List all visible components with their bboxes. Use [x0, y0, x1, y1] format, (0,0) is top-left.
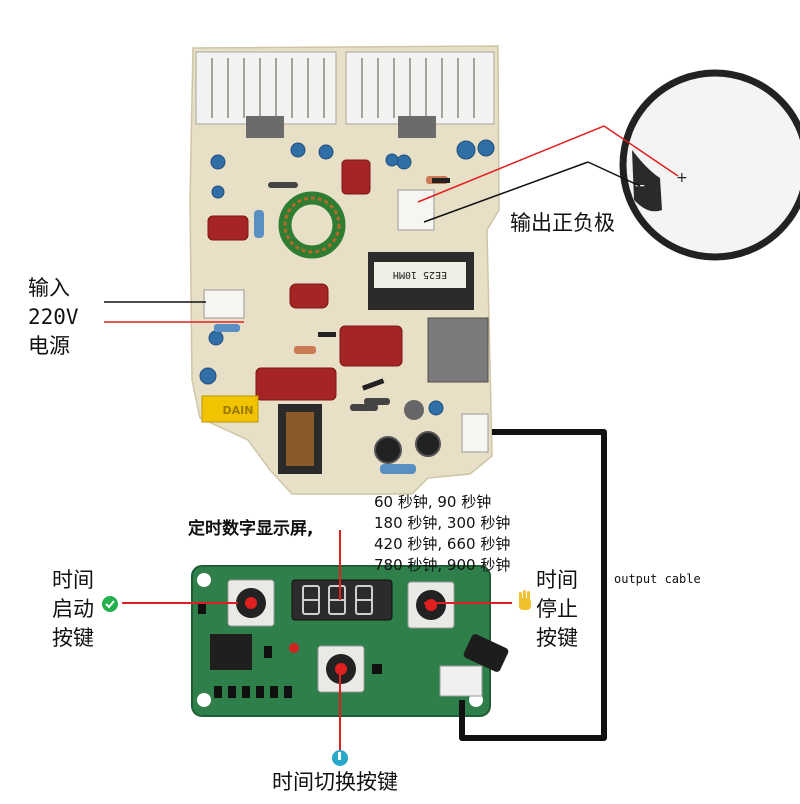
switch-label: 时间切换按键	[272, 770, 398, 794]
toroid-inductor	[278, 191, 346, 259]
touch-icon	[332, 750, 348, 766]
display-digits	[302, 585, 373, 615]
diodes	[318, 178, 450, 391]
transformer-marking: EE25 10MH	[393, 269, 447, 280]
start-label-line3: 按键	[52, 626, 94, 650]
output-electrode-label: 输出正负极	[510, 211, 615, 235]
display-board-connector	[461, 413, 489, 453]
input-label-line1: 输入	[28, 276, 70, 300]
ic-chip	[210, 634, 252, 670]
cable-plug	[463, 634, 509, 672]
hand-icon	[519, 590, 531, 610]
stop-button[interactable]	[407, 581, 455, 629]
film-capacitors	[207, 159, 403, 401]
stop-label-line2: 停止	[536, 597, 578, 621]
display-label: 定时数字显示屏,	[188, 519, 314, 539]
time-option-row: 780 秒钟, 900 秒钟	[374, 556, 511, 574]
input-label-line2: 220V	[28, 305, 79, 329]
time-option-row: 60 秒钟, 90 秒钟	[374, 493, 492, 511]
start-label-line2: 启动	[52, 597, 94, 621]
stop-label-line1: 时间	[536, 568, 578, 592]
power-board: EE25 10MH DAIN	[189, 45, 500, 495]
ultrasonic-disc: + −	[619, 69, 800, 261]
ceramic-capacitors	[199, 139, 495, 416]
fuse-holder: DAIN	[201, 395, 259, 423]
cable-label: output cable	[614, 572, 701, 586]
stop-label-line3: 按键	[536, 626, 578, 650]
time-options: 60 秒钟, 90 秒钟 180 秒钟, 300 秒钟 420 秒钟, 660 …	[374, 492, 510, 576]
check-icon	[102, 596, 118, 612]
brand-marking: DAIN	[223, 404, 254, 417]
transformer: EE25 10MH	[368, 252, 474, 310]
start-label-line1: 时间	[52, 568, 94, 592]
time-option-row: 180 秒钟, 300 秒钟	[374, 514, 511, 532]
cable-connector	[439, 665, 483, 697]
heatsink-right	[345, 51, 495, 138]
start-label: 时间 启动 按键	[52, 566, 94, 653]
smd-components	[198, 602, 382, 698]
electrolytic-capacitors	[374, 400, 441, 464]
electrode-positive-sign: +	[676, 170, 688, 186]
output-cable-line	[459, 429, 607, 741]
input-connector	[203, 289, 245, 319]
time-option-row: 420 秒钟, 660 秒钟	[374, 535, 511, 553]
heatsink-left	[195, 51, 337, 138]
gray-module	[427, 317, 489, 383]
start-button[interactable]	[227, 579, 275, 627]
input-label-line3: 电源	[28, 334, 70, 358]
annotation-lines	[104, 125, 679, 750]
control-board	[191, 565, 509, 717]
resistors	[214, 176, 448, 474]
stop-label: 时间 停止 按键	[536, 566, 578, 653]
input-label: 输入 220V 电源	[28, 274, 79, 361]
output-connector-top	[397, 189, 435, 231]
